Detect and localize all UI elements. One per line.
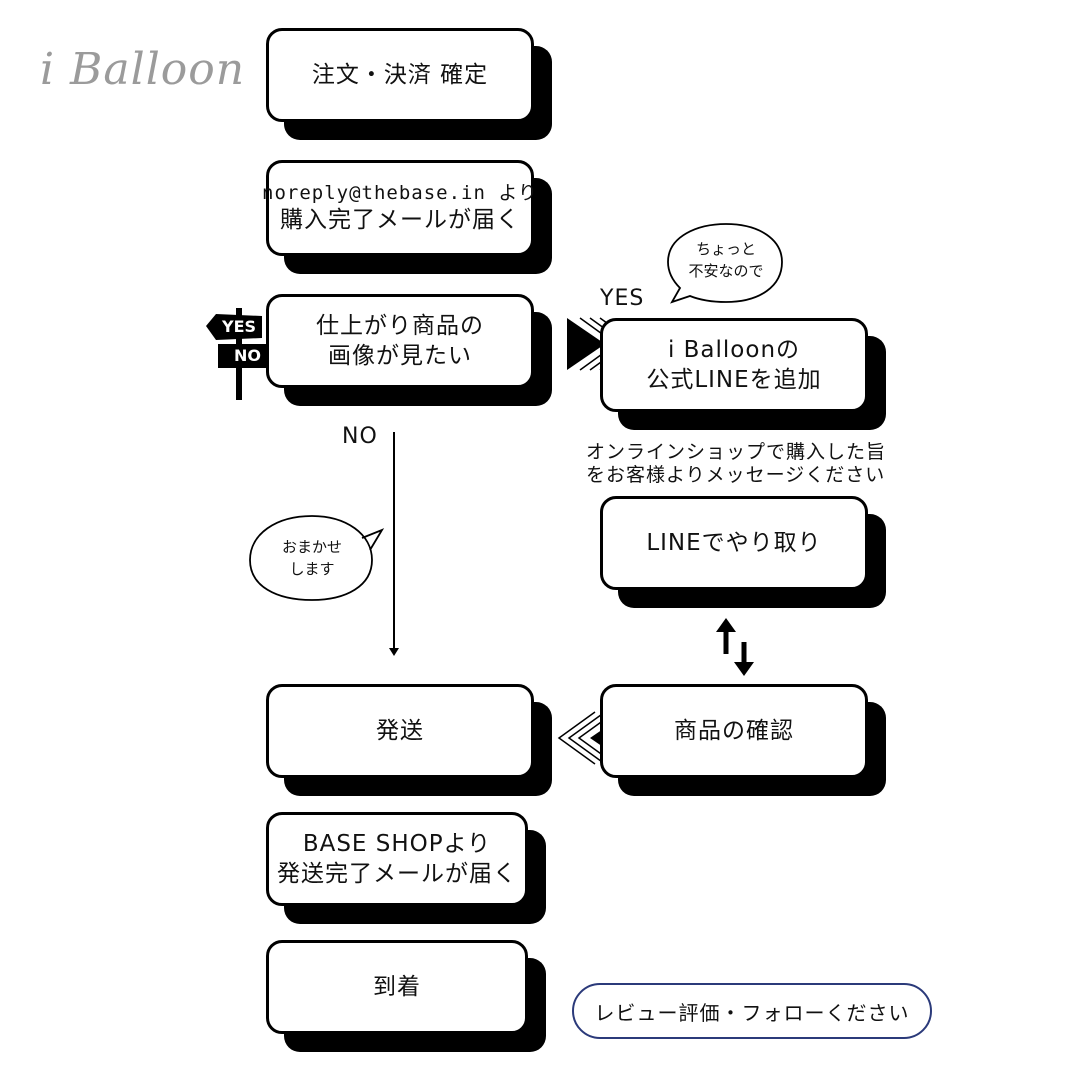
sign-no-text: NO [234, 346, 261, 365]
step-ship-mail: BASE SHOPより 発送完了メールが届く [266, 812, 546, 924]
step-add-line: i Balloonの 公式LINEを追加 [600, 318, 886, 430]
line-message-note-1: オンラインショップで購入した旨 [586, 441, 887, 463]
bubble-leave-text: おまかせ します [281, 538, 342, 578]
brand-logo: i Balloon [40, 44, 246, 95]
bubble-leave [249, 515, 385, 601]
step-arrive: 到着 [266, 940, 546, 1052]
confirm-text: 商品の確認 [674, 718, 794, 744]
bubble-worried [667, 223, 783, 304]
step-want-photo: 仕上がり商品の 画像が見たい [266, 294, 552, 406]
step-order: 注文・決済 確定 [266, 28, 552, 140]
step-purchase-mail: noreply@thebase.in より 購入完了メールが届く [262, 160, 552, 274]
want-photo-line2: 画像が見たい [328, 343, 472, 369]
ship-mail-line1: BASE SHOPより [302, 831, 492, 857]
line-message-note-2: をお客様よりメッセージください [586, 464, 886, 486]
review-request-bubble: レビュー評価・フォローください [572, 983, 932, 1039]
purchase-mail-text: 購入完了メールが届く [280, 207, 520, 233]
step-ship: 発送 [266, 684, 552, 796]
step-line-chat: LINEでやり取り [600, 496, 886, 608]
signpost-icon [206, 308, 276, 400]
no-path-arrowhead [389, 648, 399, 656]
bubble-worried-text: ちょっと 不安なので [688, 240, 764, 280]
line-chat-text: LINEでやり取り [646, 530, 822, 556]
ship-text: 発送 [376, 718, 424, 744]
ship-mail-line2: 発送完了メールが届く [277, 861, 517, 887]
step-confirm: 商品の確認 [600, 684, 886, 796]
step-order-text: 注文・決済 確定 [311, 62, 489, 88]
add-line-line2: 公式LINEを追加 [646, 367, 822, 393]
mail-sender-text: noreply@thebase.in より [262, 182, 538, 204]
sign-yes-text: YES [222, 317, 257, 336]
want-photo-line1: 仕上がり商品の [316, 313, 484, 339]
arrive-text: 到着 [373, 974, 421, 1000]
no-label: NO [342, 424, 378, 449]
up-down-arrows-icon [716, 618, 754, 676]
add-line-line1: i Balloonの [667, 337, 801, 363]
yes-label: YES [600, 286, 645, 311]
